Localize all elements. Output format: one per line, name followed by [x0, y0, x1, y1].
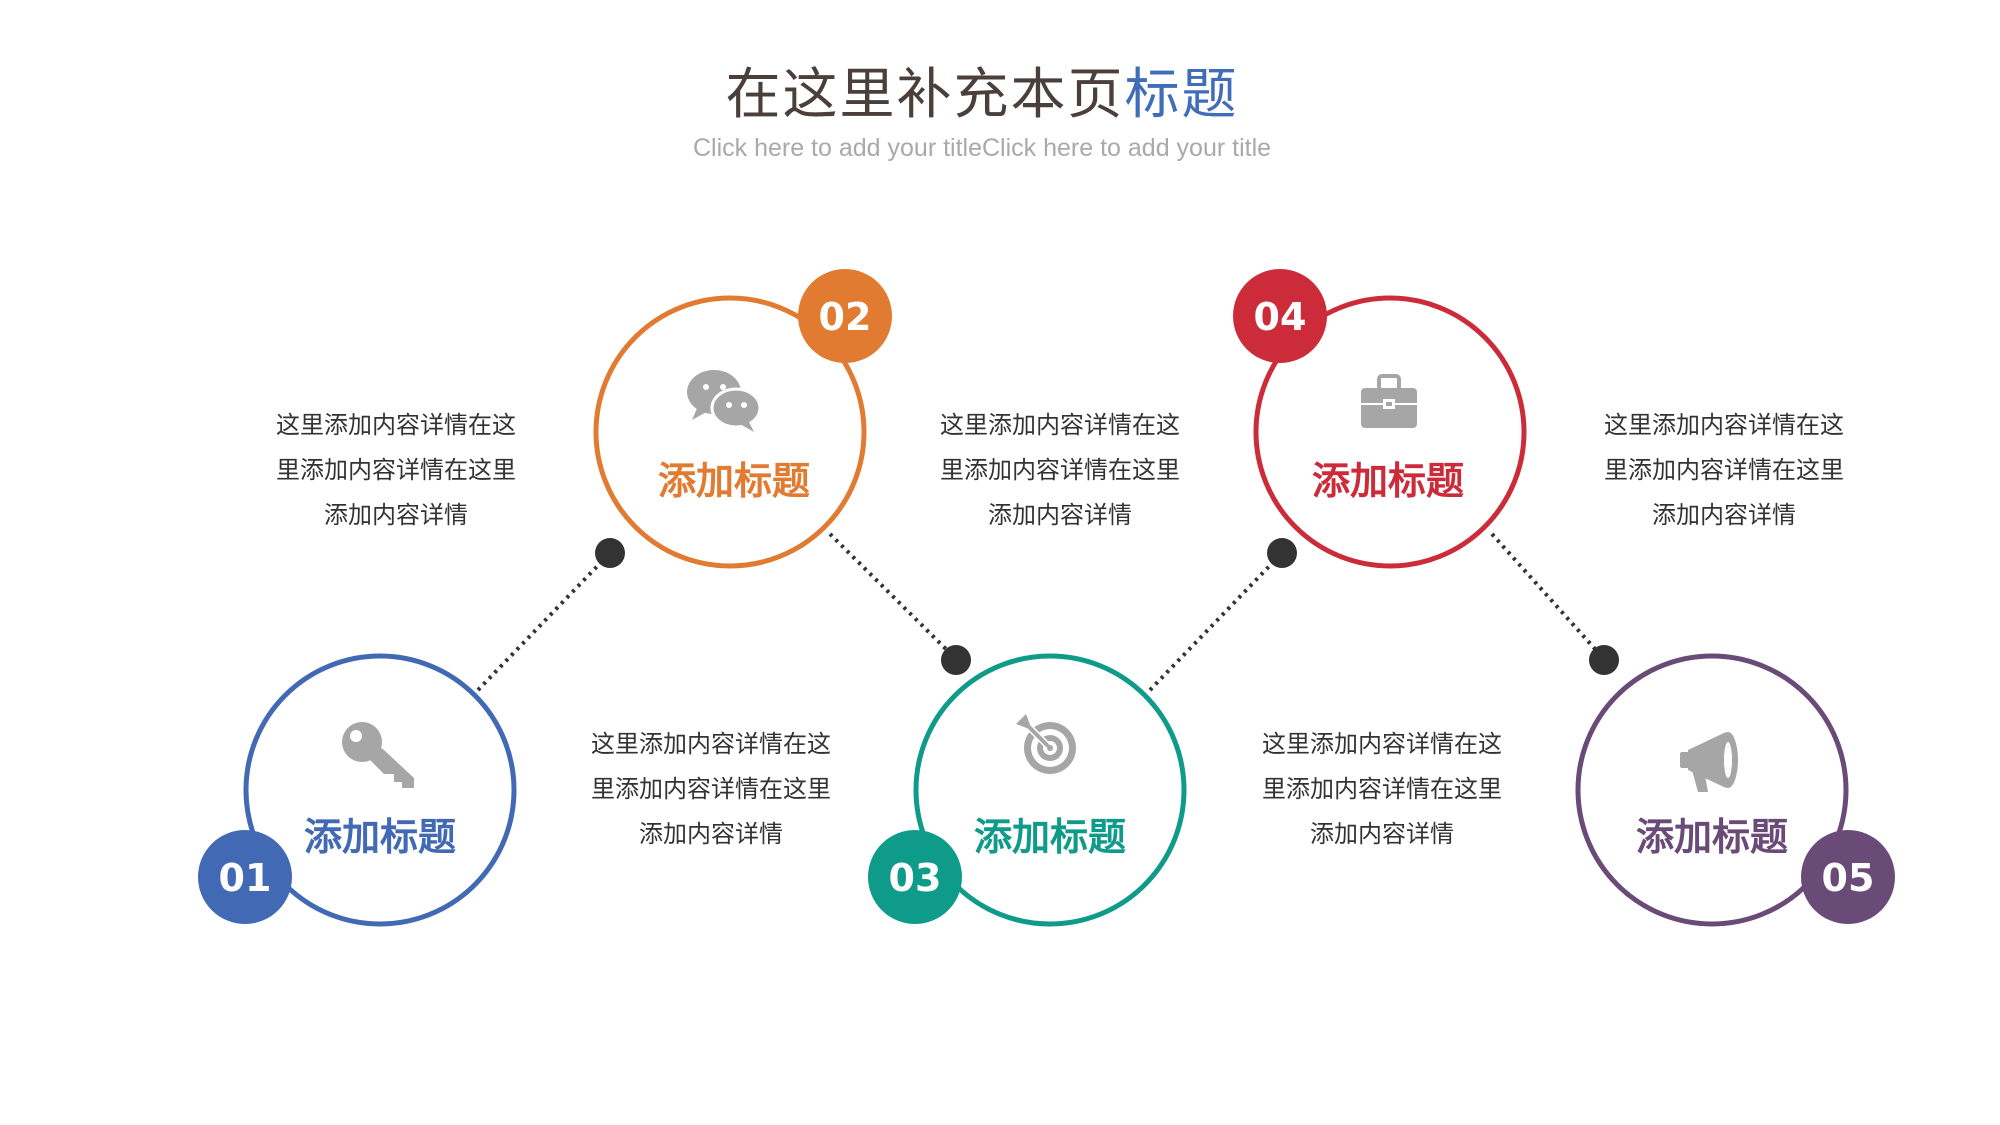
description-line: 这里添加内容详情在这: [1262, 730, 1502, 758]
step-title: 添加标题: [1312, 459, 1464, 503]
step-title: 添加标题: [304, 815, 456, 859]
step-3: 添加标题 03: [868, 653, 1187, 927]
key-icon: [342, 722, 414, 788]
step-circle: [593, 295, 867, 569]
step-5: 添加标题 05: [1575, 653, 1895, 927]
step-circle: [243, 653, 517, 927]
description-block-1: 这里添加内容详情在这 里添加内容详情在这里 添加内容详情: [246, 403, 546, 538]
description-line: 里添加内容详情在这里: [940, 456, 1180, 484]
description-block-2: 这里添加内容详情在这 里添加内容详情在这里 添加内容详情: [561, 722, 861, 857]
badge-circle: [798, 269, 892, 363]
description-line: 这里添加内容详情在这: [940, 411, 1180, 439]
briefcase-icon: [1361, 374, 1417, 428]
description-line: 里添加内容详情在这里: [1604, 456, 1844, 484]
description-line: 添加内容详情: [988, 501, 1132, 529]
megaphone-icon: [1680, 732, 1738, 792]
badge-circle: [1801, 830, 1895, 924]
step-circle: [1575, 653, 1849, 927]
target-icon: [1016, 714, 1076, 774]
step-badge: 03: [868, 830, 962, 924]
step-badge: 02: [798, 269, 892, 363]
step-number: 04: [1254, 295, 1307, 339]
badge-circle: [1233, 269, 1327, 363]
description-line: 添加内容详情: [639, 820, 783, 848]
description-block-3: 这里添加内容详情在这 里添加内容详情在这里 添加内容详情: [910, 403, 1210, 538]
step-number: 05: [1822, 856, 1875, 900]
description-block-4: 这里添加内容详情在这 里添加内容详情在这里 添加内容详情: [1232, 722, 1532, 857]
description-line: 这里添加内容详情在这: [276, 411, 516, 439]
connector-line: [476, 551, 612, 692]
description-line: 添加内容详情: [1652, 501, 1796, 529]
description-line: 里添加内容详情在这里: [591, 775, 831, 803]
connector-dot: [595, 538, 625, 568]
connector-4-5: [1490, 532, 1619, 675]
step-badge: 01: [198, 830, 292, 924]
connector-1-2: [476, 538, 625, 692]
step-badge: 04: [1233, 269, 1327, 363]
step-number: 02: [819, 295, 872, 339]
step-circle: [913, 653, 1187, 927]
connector-dot: [1589, 645, 1619, 675]
step-badge: 05: [1801, 830, 1895, 924]
badge-circle: [868, 830, 962, 924]
step-number: 01: [219, 856, 272, 900]
page-subtitle: Click here to add your titleClick here t…: [692, 134, 1272, 162]
page-header: 在这里补充本页标题 Click here to add your titleCl…: [0, 58, 1964, 164]
step-title: 添加标题: [1636, 815, 1788, 859]
description-line: 添加内容详情: [324, 501, 468, 529]
page-title-main: 在这里补充本页: [725, 62, 1125, 126]
page-title-highlight: 标题: [1124, 62, 1239, 126]
connector-dot: [1267, 538, 1297, 568]
step-title: 添加标题: [974, 815, 1126, 859]
wechat-icon: [687, 370, 762, 432]
connector-line: [1148, 551, 1284, 692]
description-line: 这里添加内容详情在这: [1604, 411, 1844, 439]
step-4: 添加标题 04: [1233, 269, 1527, 569]
description-line: 里添加内容详情在这里: [1262, 775, 1502, 803]
step-title: 添加标题: [658, 459, 810, 503]
description-block-5: 这里添加内容详情在这 里添加内容详情在这里 添加内容详情: [1574, 403, 1874, 538]
page-title: 在这里补充本页标题: [0, 58, 1964, 130]
connector-line: [1490, 532, 1606, 661]
description-line: 这里添加内容详情在这: [591, 730, 831, 758]
connector-3-4: [1148, 538, 1297, 692]
step-1: 添加标题 01: [198, 653, 517, 927]
connector-line: [828, 532, 958, 661]
badge-circle: [198, 830, 292, 924]
description-line: 添加内容详情: [1310, 820, 1454, 848]
connector-dot: [941, 645, 971, 675]
step-number: 03: [889, 856, 942, 900]
step-circle: [1253, 295, 1527, 569]
connector-2-3: [828, 532, 971, 675]
step-2: 添加标题 02: [593, 269, 892, 569]
description-line: 里添加内容详情在这里: [276, 456, 516, 484]
